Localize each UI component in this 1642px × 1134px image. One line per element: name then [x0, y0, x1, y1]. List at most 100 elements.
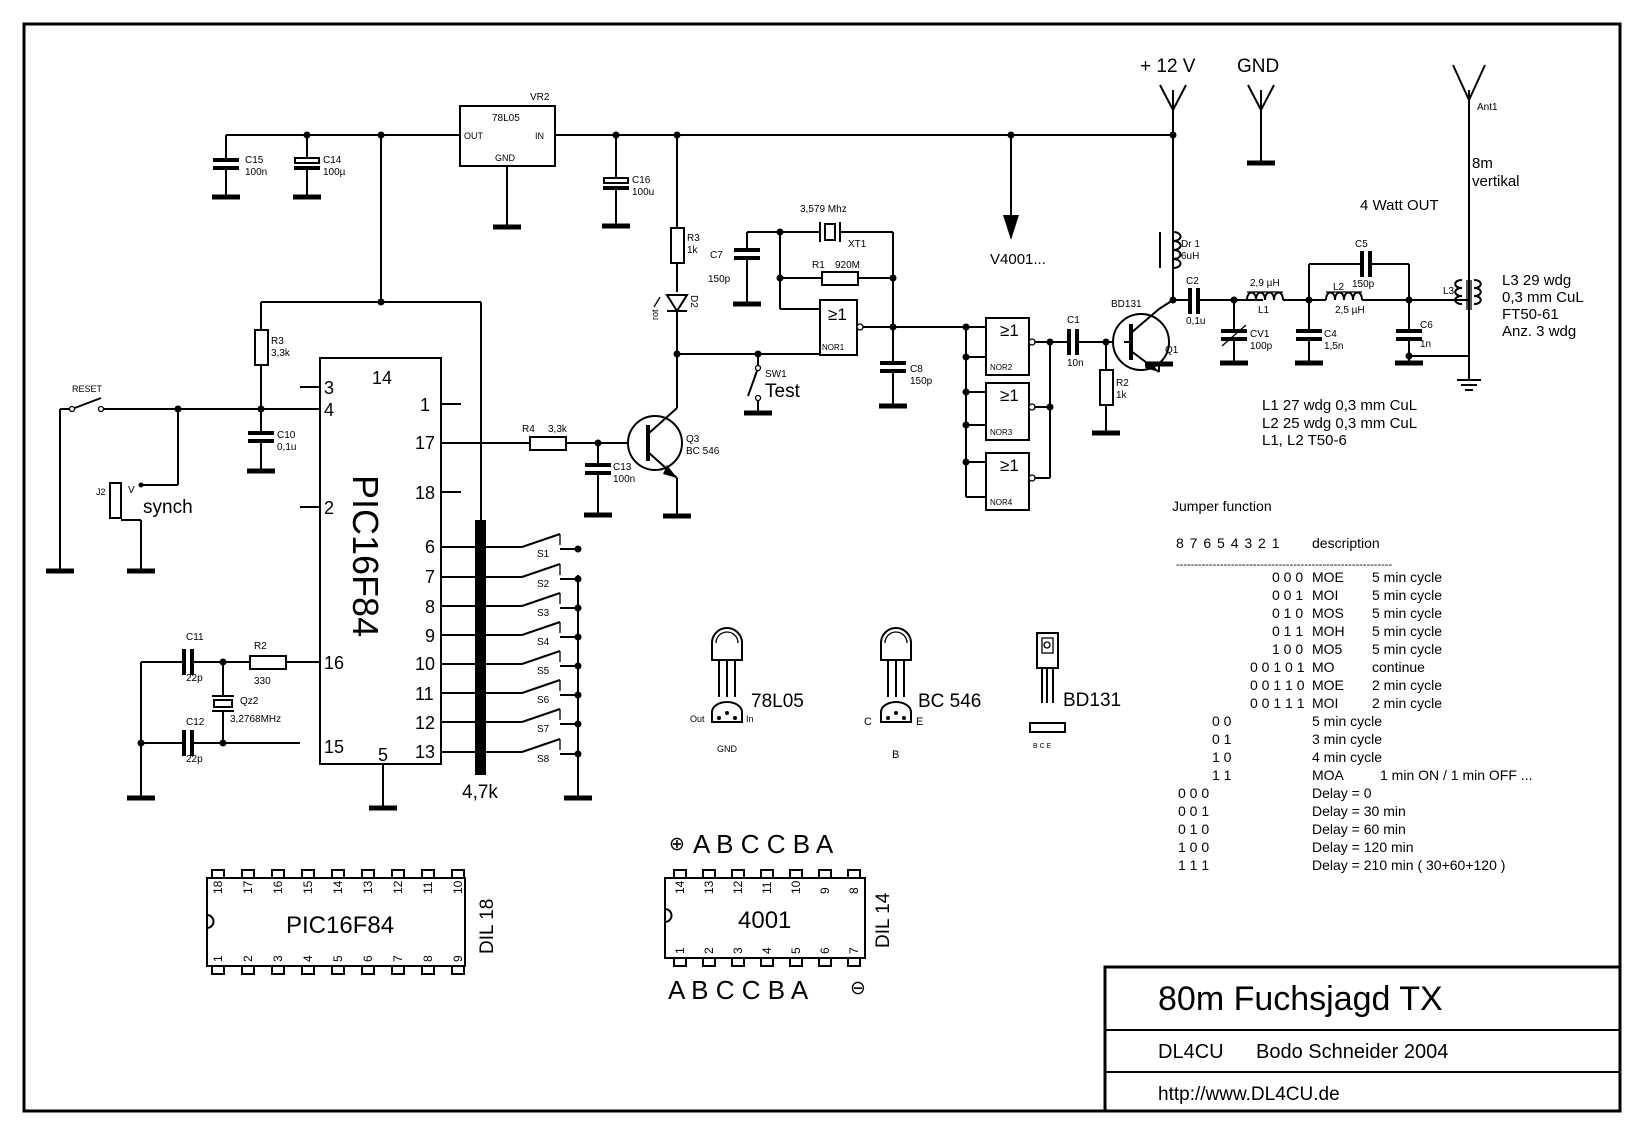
switch-label: S4	[537, 637, 550, 648]
antenna-circuit: Ant1 8m vertikal 4 Watt OUT L3 L3 29 wdg…	[1360, 64, 1584, 391]
svg-text:6: 6	[425, 537, 435, 557]
svg-text:C: C	[864, 716, 872, 728]
svg-text:R1: R1	[812, 260, 825, 271]
ic-pin-number: 9	[451, 955, 465, 962]
svg-text:3,3k: 3,3k	[271, 348, 291, 359]
ic-pin	[818, 869, 832, 879]
svg-text:1k: 1k	[687, 245, 699, 256]
svg-text:XT1: XT1	[848, 239, 867, 250]
jumper-row-desc: continue	[1372, 659, 1425, 675]
ic-pin-number: 2	[702, 947, 716, 954]
resistor-network: 4,7k	[462, 520, 498, 803]
svg-text:15: 15	[324, 737, 344, 757]
switch-blade	[521, 563, 561, 578]
ic-pin	[818, 957, 832, 967]
switch-blade	[521, 679, 561, 694]
svg-text:78L05: 78L05	[751, 691, 804, 712]
output-filter: C2 0,1u CV1 100p 2,9 µH L1 C4 1,5n C5 15…	[1173, 239, 1469, 366]
svg-text:1,5n: 1,5n	[1324, 341, 1343, 352]
svg-text:100µ: 100µ	[323, 167, 346, 178]
jumper-function-table: Jumper function 8 7 6 5 4 3 2 1 descript…	[1172, 498, 1532, 873]
jumper-row-desc: 1 min ON / 1 min OFF ...	[1380, 767, 1532, 783]
jumper-row-desc: 5 min cycle	[1372, 569, 1442, 585]
jumper-row-bits: 1 1 1	[1178, 857, 1209, 873]
jumper-row-mode: MO5	[1312, 641, 1343, 657]
jumper-row-bits: 0 0 1 1 0	[1250, 677, 1305, 693]
svg-text:≥1: ≥1	[1000, 456, 1019, 475]
transistor-q3: Q3 BC 546	[627, 407, 720, 519]
switch-label: S3	[537, 608, 550, 619]
svg-text:⊖: ⊖	[850, 978, 866, 999]
switch-blade	[521, 738, 561, 753]
jumper-bits-header: 8 7 6 5 4 3 2 1	[1176, 535, 1281, 551]
jumper-row-mode: MOS	[1312, 605, 1344, 621]
svg-text:2,9 µH: 2,9 µH	[1250, 278, 1280, 289]
jumper-row-bits: 0 0 0	[1272, 569, 1303, 585]
svg-text:DIL 14: DIL 14	[873, 892, 894, 948]
ic-pin	[421, 869, 435, 879]
svg-text:4: 4	[324, 400, 334, 420]
svg-text:≥1: ≥1	[1000, 386, 1019, 405]
svg-text:Q1: Q1	[1165, 345, 1179, 356]
ic-pin-number: 4	[301, 955, 315, 962]
svg-text:6uH: 6uH	[1181, 251, 1199, 262]
jumper-desc-header: description	[1312, 535, 1380, 551]
ic-pin	[211, 869, 225, 879]
ic-pin	[241, 869, 255, 879]
svg-text:11: 11	[415, 684, 434, 704]
svg-text:C7: C7	[710, 250, 723, 261]
svg-text:13: 13	[415, 742, 435, 762]
svg-text:L2 25 wdg 0,3 mm CuL: L2 25 wdg 0,3 mm CuL	[1262, 415, 1417, 432]
ic-pin	[731, 957, 745, 967]
ic-pin-number: 10	[789, 880, 803, 894]
antenna-length: 8m	[1472, 155, 1493, 172]
svg-text:C16: C16	[632, 175, 651, 186]
switch-blade	[521, 533, 561, 548]
jumper-row-desc: 2 min cycle	[1372, 677, 1442, 693]
svg-text:10: 10	[415, 654, 435, 674]
svg-text:C2: C2	[1186, 276, 1199, 287]
svg-text:920M: 920M	[835, 260, 860, 271]
svg-text:100u: 100u	[632, 187, 654, 198]
svg-text:BD131: BD131	[1063, 690, 1121, 711]
ic-pin	[702, 869, 716, 879]
ic-pin	[241, 965, 255, 975]
svg-text:NOR4: NOR4	[990, 498, 1013, 507]
svg-text:C14: C14	[323, 155, 342, 166]
nor-gate-3: ≥1 NOR3	[985, 382, 1036, 441]
svg-text:GND: GND	[717, 744, 738, 754]
ic-pin	[361, 869, 375, 879]
svg-text:Qz2: Qz2	[240, 696, 259, 707]
svg-text:In: In	[746, 714, 754, 724]
svg-text:PIC16F84: PIC16F84	[286, 912, 394, 939]
svg-text:R2: R2	[1116, 378, 1129, 389]
switch-label: S8	[537, 754, 550, 765]
ic-pin-number: 6	[361, 955, 375, 962]
pic-part-label: PIC16F84	[345, 475, 386, 637]
ic-pin	[673, 957, 687, 967]
jumper-row-bits: 0 1 1	[1272, 623, 1303, 639]
jumper-row-bits: 0 0 1 1 1	[1250, 695, 1305, 711]
ic-pin-number: 8	[847, 887, 861, 894]
led-circuit: R3 1k D2 rot SW1 Test	[650, 135, 820, 416]
ic-pin	[391, 869, 405, 879]
ic-pin-number: 13	[702, 880, 716, 894]
ic-pin	[301, 869, 315, 879]
svg-text:BC 546: BC 546	[686, 446, 720, 457]
junction-dot	[574, 720, 582, 728]
jumper-row-bits: 0 1 0	[1178, 821, 1209, 837]
switch-blade	[521, 621, 561, 636]
jumper-row-desc: 5 min cycle	[1372, 605, 1442, 621]
antenna-type: vertikal	[1472, 173, 1520, 190]
ic-pin-number: 11	[421, 881, 435, 894]
jumper-row-mode: MOE	[1312, 677, 1344, 693]
svg-text:0,3 mm CuL: 0,3 mm CuL	[1502, 289, 1584, 306]
oscillator: C7 150p 3,579 Mhz XT1 R1 920M C8 150p	[708, 204, 966, 409]
switch-blade	[521, 708, 561, 723]
jumper-row-bits: 0 1 0	[1272, 605, 1303, 621]
ic-pin-number: 5	[789, 947, 803, 954]
ic-pin	[789, 869, 803, 879]
switch-label: S1	[537, 549, 550, 560]
